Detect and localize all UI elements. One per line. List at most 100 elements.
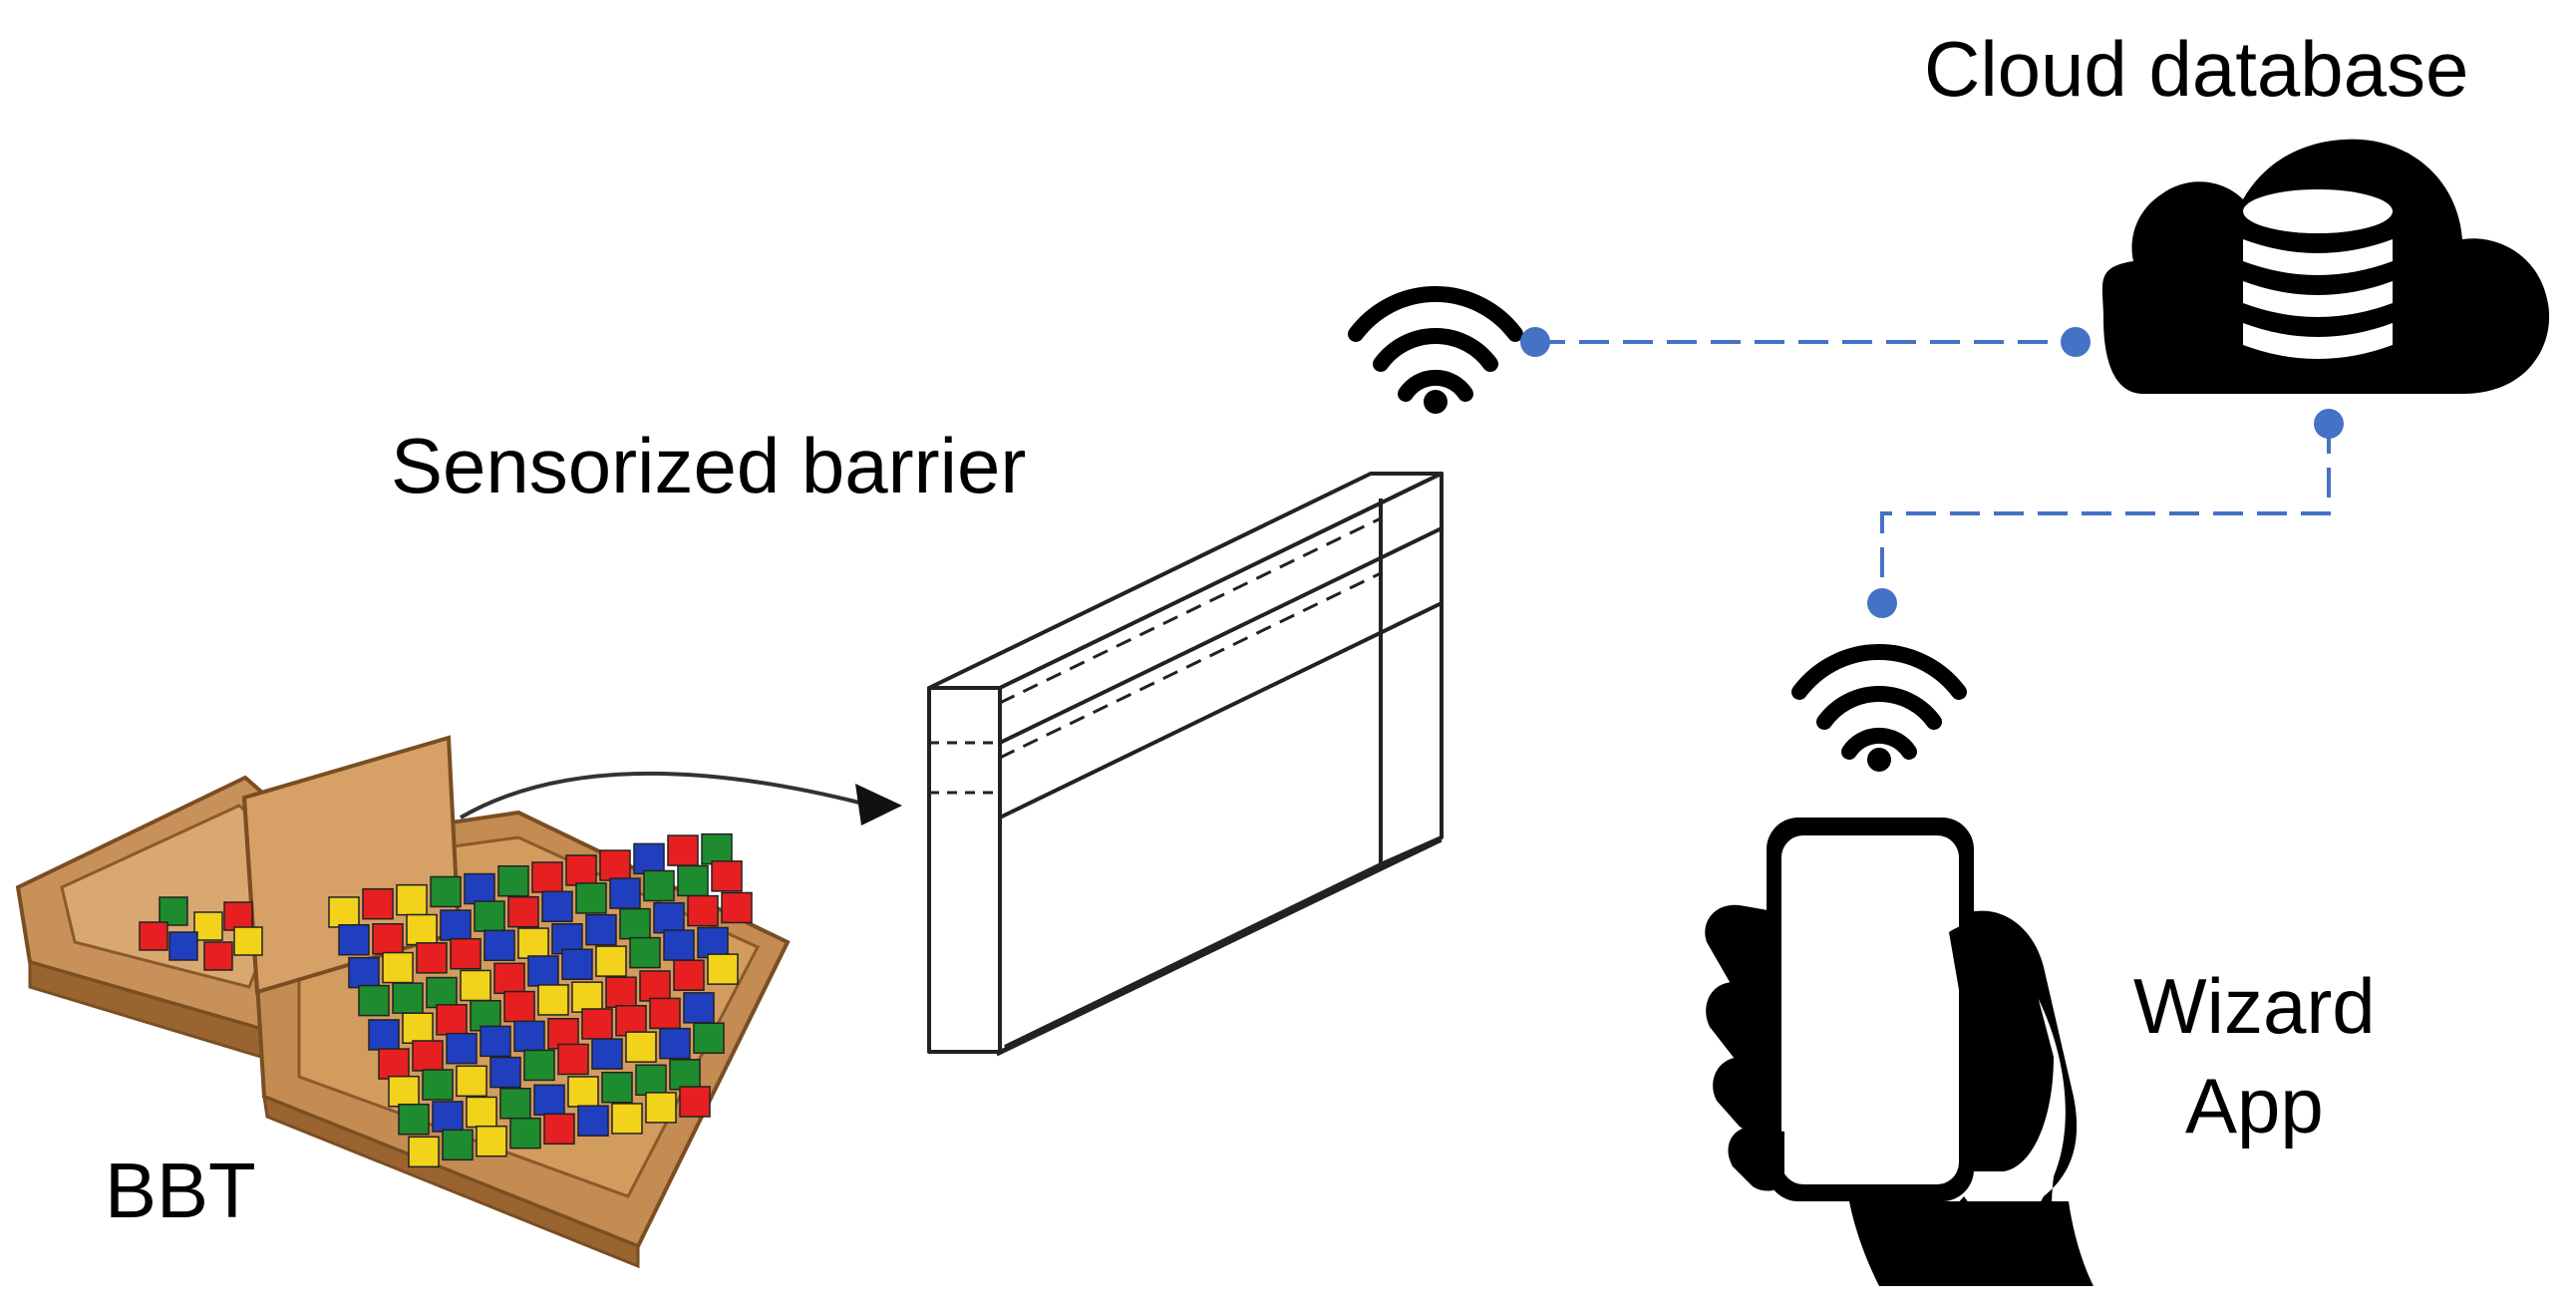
bbt-cube xyxy=(193,911,223,941)
bbt-cube xyxy=(513,1020,545,1053)
bbt-cube xyxy=(527,955,559,987)
bbt-cube xyxy=(581,1008,613,1040)
bbt-cube xyxy=(585,913,617,946)
bbt-cube xyxy=(635,1064,667,1097)
bbt-cube xyxy=(557,1043,589,1076)
bbt-cube xyxy=(509,1117,541,1150)
bbt-cube xyxy=(446,1032,478,1065)
bbt-cube xyxy=(168,931,198,961)
bbt-cube xyxy=(416,942,448,974)
bbt-cube xyxy=(139,921,168,951)
bbt-cube xyxy=(649,997,681,1030)
bbt-cube xyxy=(328,896,360,928)
bbt-cube xyxy=(629,936,661,969)
bbt-cube xyxy=(537,984,569,1016)
bbt-cube xyxy=(669,1059,701,1091)
bbt-cube xyxy=(159,896,188,926)
bbt-cube xyxy=(679,1086,711,1118)
bbt-cube xyxy=(707,953,739,985)
bbt-cube xyxy=(396,883,428,916)
bbt-cube xyxy=(368,1019,400,1051)
bbt-box-illustration xyxy=(15,735,791,1269)
bbt-label: BBT xyxy=(105,1147,256,1234)
bbt-cube xyxy=(497,864,529,897)
bbt-cube xyxy=(456,1065,487,1098)
bbt-cube xyxy=(436,1004,468,1036)
bbt-cube xyxy=(223,901,253,931)
smartphone-in-hand-icon xyxy=(1705,818,2093,1286)
bbt-cube xyxy=(677,864,709,897)
bbt-cube xyxy=(625,1031,657,1063)
bbt-cube xyxy=(476,1125,507,1157)
bbt-cube xyxy=(643,869,675,902)
bbt-cube xyxy=(450,937,482,970)
bbt-cube xyxy=(667,834,699,866)
bbt-cube xyxy=(474,900,505,932)
bbt-cube xyxy=(362,887,394,920)
bbt-cube xyxy=(442,1129,474,1161)
bbt-cube xyxy=(599,849,631,881)
bbt-cube xyxy=(358,984,390,1017)
bbt-cube xyxy=(601,1071,633,1104)
wizard-app-label-line1: Wizard xyxy=(2133,962,2376,1050)
bbt-cube xyxy=(659,1027,691,1060)
bbt-cube xyxy=(392,982,424,1014)
bbt-cube xyxy=(711,860,743,892)
bbt-cube xyxy=(466,1096,497,1129)
bbt-cube xyxy=(543,1113,575,1146)
bbt-cube xyxy=(541,890,573,923)
bbt-cube xyxy=(426,976,458,1009)
sensorized-barrier-drawing xyxy=(927,472,1444,1057)
bbt-cube xyxy=(402,1012,434,1044)
bbt-cube xyxy=(619,907,651,940)
bbt-cube xyxy=(697,926,729,959)
bbt-cube xyxy=(531,861,563,893)
wifi-icon xyxy=(1791,644,1967,772)
wizard-app-label: Wizard App xyxy=(2133,957,2376,1156)
bbt-cube xyxy=(432,1101,464,1133)
bbt-cube xyxy=(687,894,719,927)
bbt-cube xyxy=(480,1025,511,1058)
connection-links xyxy=(1535,340,2331,603)
bbt-cube xyxy=(489,1056,521,1089)
bbt-cube xyxy=(693,1022,725,1054)
bbt-cube xyxy=(575,882,607,914)
bbt-cube xyxy=(605,976,637,1008)
bbt-cube xyxy=(233,926,263,956)
bbt-cube xyxy=(412,1040,444,1072)
bbt-cube xyxy=(615,1004,647,1037)
bbt-cube xyxy=(460,969,491,1002)
bbt-cube xyxy=(348,956,380,989)
bbt-cube xyxy=(639,970,671,1002)
bbt-cube xyxy=(388,1075,420,1108)
bbt-cube xyxy=(663,929,695,961)
bbt-cube xyxy=(378,1048,410,1080)
bbt-cube xyxy=(440,909,472,941)
bbt-cube xyxy=(571,981,603,1013)
bbt-cube xyxy=(372,922,404,955)
cloud-database-label: Cloud database xyxy=(1924,25,2469,113)
bbt-cube xyxy=(561,948,593,981)
bbt-cube xyxy=(382,951,414,984)
bbt-cube xyxy=(398,1103,430,1136)
bbt-to-barrier-arrow xyxy=(459,771,902,825)
cloud-database-icon xyxy=(2101,139,2550,394)
bbt-cube xyxy=(653,901,685,934)
bbt-cube xyxy=(517,927,549,959)
bbt-cube xyxy=(406,913,438,946)
bbt-cube xyxy=(503,990,535,1023)
bbt-cube xyxy=(430,875,462,908)
bbt-cube xyxy=(701,832,733,865)
bbt-cube xyxy=(464,872,495,905)
bbt-cube xyxy=(721,891,753,924)
wizard-app-label-line2: App xyxy=(2184,1061,2324,1150)
bbt-cube xyxy=(673,959,705,991)
bbt-cube xyxy=(422,1069,454,1101)
bbt-cube xyxy=(523,1049,555,1082)
bbt-cube xyxy=(591,1038,623,1070)
bbt-cube xyxy=(565,854,597,886)
bbt-cube xyxy=(609,877,641,909)
bbt-cube xyxy=(493,962,525,995)
